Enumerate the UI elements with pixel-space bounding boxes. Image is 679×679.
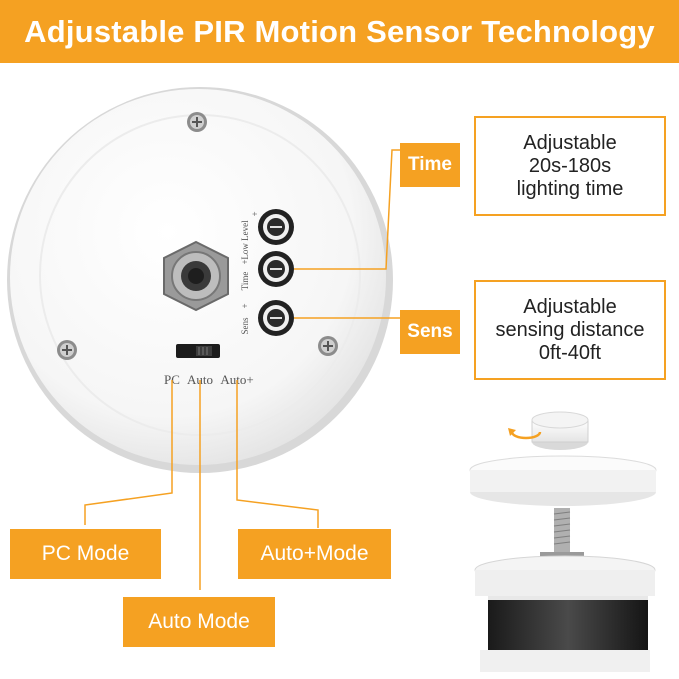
time-desc-line-1: Adjustable [523,131,617,154]
page-title: Adjustable PIR Motion Sensor Technology [24,14,655,49]
switch-label-pc: PC [164,372,180,387]
sens-desc-line-1: Adjustable [523,295,617,318]
header-banner [0,0,679,63]
tag-sens: Sens [400,310,460,354]
screw-icon [187,112,207,132]
time-desc-line-2: 20s-180s [528,154,612,177]
time-desc-line-3: lighting time [516,177,624,200]
screw-icon [318,336,338,356]
sens-desc-line-3: 0ft-40ft [538,341,602,364]
knob-label-low-level: Low Level [240,220,250,260]
svg-text:+: + [240,259,250,264]
sens-description-box: Adjustable sensing distance 0ft-40ft [474,280,666,380]
svg-text:+: + [250,211,260,216]
leader-lines [84,149,490,590]
switch-label-auto: Auto [187,372,213,387]
tag-time: Time [400,143,460,187]
knob-sens-icon [258,300,294,336]
screw-icon [57,340,77,360]
svg-text:+: + [240,303,250,308]
tag-pc-mode: PC Mode [10,529,161,579]
knob-low-level-icon [258,209,294,245]
time-description-box: Adjustable 20s-180s lighting time [474,116,666,216]
sensor-product-image [469,411,657,672]
cable-gland-icon [163,240,229,312]
knob-time-icon [258,251,294,287]
tag-auto-plus-mode: Auto+Mode [238,529,391,579]
knob-label-sens: Sens [240,317,250,335]
switch-label-auto-plus: Auto+ [220,372,253,387]
knob-label-time: Time [240,272,250,291]
sens-desc-line-2: sensing distance [495,318,645,341]
tag-auto-mode: Auto Mode [123,597,275,647]
mode-switch [176,344,220,358]
